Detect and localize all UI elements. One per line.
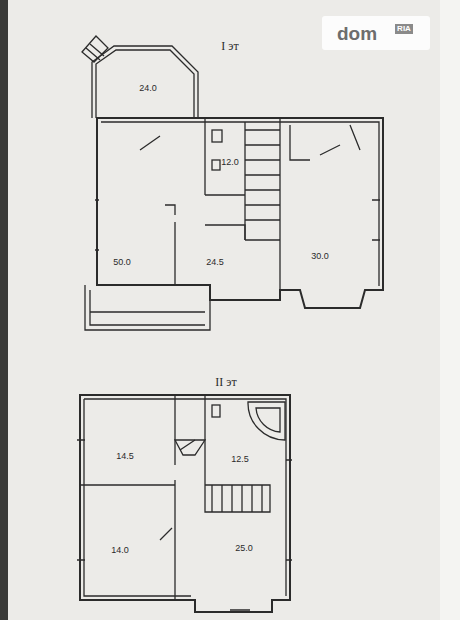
watermark-ground xyxy=(322,16,430,50)
room-area: 30.0 xyxy=(311,252,329,261)
room-area: 25.0 xyxy=(235,544,253,553)
room-area: 24.5 xyxy=(206,258,224,267)
room-area: 50.0 xyxy=(113,258,131,267)
first-floor xyxy=(82,36,383,330)
watermark-badge: RIA xyxy=(395,24,413,34)
second-floor xyxy=(77,395,292,612)
room-area: 14.5 xyxy=(116,452,134,461)
room-area: 12.5 xyxy=(231,455,249,464)
floor-title: I эт xyxy=(221,40,238,52)
paper xyxy=(8,0,460,620)
watermark-text: dom xyxy=(337,24,377,43)
floor-title: II эт xyxy=(215,376,236,388)
room-area: 24.0 xyxy=(139,84,157,93)
paper-edge xyxy=(440,0,460,620)
room-area: 14.0 xyxy=(111,546,129,555)
room-area: 12.0 xyxy=(221,158,239,167)
